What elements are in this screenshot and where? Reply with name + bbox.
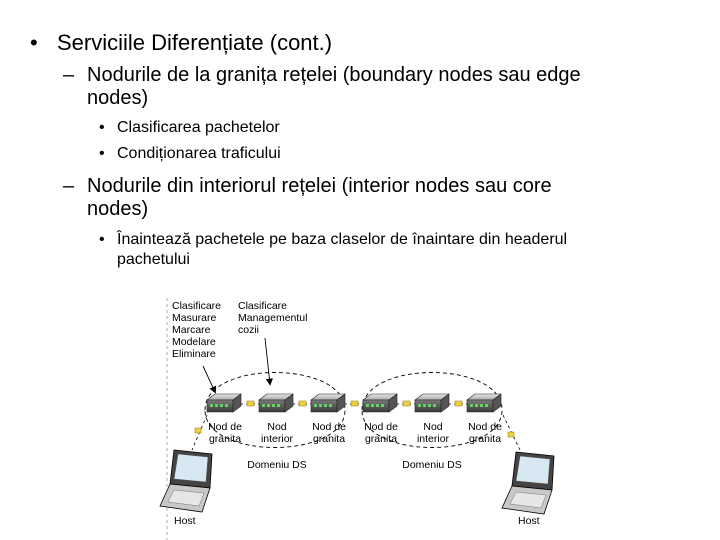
title-text: Serviciile Diferențiate (cont.) xyxy=(57,30,332,55)
link-marker xyxy=(247,401,254,406)
edge-functions-list: ClasificareMasurareMarcareModelareElimin… xyxy=(172,300,221,360)
bullet-dot: • xyxy=(99,230,105,250)
link-marker xyxy=(455,401,462,406)
node-label-line: interior xyxy=(261,433,294,445)
switch-icon xyxy=(207,394,241,412)
node-label-line: Nod de xyxy=(364,421,398,433)
bullet-dash: – xyxy=(63,64,74,87)
edge-function-label: Clasificare xyxy=(172,300,221,312)
point-text-line: Nodurile din interiorul rețelei (interio… xyxy=(87,175,552,198)
bullet-dot: • xyxy=(99,144,105,164)
link-marker xyxy=(299,401,306,406)
point-text-line: nodes) xyxy=(87,87,581,110)
sub-text: Înaintează pachetele pe baza claselor de… xyxy=(117,230,567,250)
link-marker xyxy=(195,428,201,433)
edge-function-label: Eliminare xyxy=(172,348,216,360)
domain-label-left: Domeniu DS xyxy=(247,459,307,471)
laptop-icon xyxy=(160,450,212,512)
switch-icon xyxy=(415,394,449,412)
host-label-right: Host xyxy=(518,515,540,527)
link-marker xyxy=(508,432,514,437)
core-function-label: Managementul xyxy=(238,312,307,324)
edge-arrow xyxy=(203,366,215,392)
node-label-line: interior xyxy=(417,433,450,445)
host-label-left: Host xyxy=(174,515,196,527)
switch-icon xyxy=(467,394,501,412)
domain-label-right: Domeniu DS xyxy=(402,459,462,471)
node-label-line: Nod xyxy=(423,421,442,433)
node-label-line: Nod de xyxy=(208,421,242,433)
sub-bullet-conditioning: • Condiționarea traficului xyxy=(99,144,281,164)
bullet-dot: • xyxy=(30,30,38,55)
bullet-dash: – xyxy=(63,175,74,198)
node-label-line: granita xyxy=(469,433,501,445)
point-text-line: nodes) xyxy=(87,198,552,221)
node-label-line: Nod xyxy=(267,421,286,433)
core-function-label: Clasificare xyxy=(238,300,287,312)
node-label-line: granita xyxy=(313,433,345,445)
link-marker xyxy=(403,401,410,406)
node-label-line: granita xyxy=(365,433,397,445)
switch-icon xyxy=(311,394,345,412)
sub-text: pachetului xyxy=(117,250,567,270)
sub-text: Clasificarea pachetelor xyxy=(117,118,280,138)
edge-function-label: Masurare xyxy=(172,312,217,324)
sub-bullet-forwarding: • Înaintează pachetele pe baza claselor … xyxy=(99,230,567,270)
switch-icon xyxy=(259,394,293,412)
point-interior-nodes: – Nodurile din interiorul rețelei (inter… xyxy=(63,175,552,221)
slide-title: • Serviciile Diferențiate (cont.) xyxy=(30,30,332,55)
link-markers xyxy=(195,401,514,437)
point-boundary-nodes: – Nodurile de la granița rețelei (bounda… xyxy=(63,64,581,110)
edge-function-label: Marcare xyxy=(172,324,211,336)
node-label-line: Nod de xyxy=(312,421,346,433)
core-function-label: cozii xyxy=(238,324,259,336)
ds-network-diagram: ClasificareMasurareMarcareModelareElimin… xyxy=(140,290,720,540)
bullet-dot: • xyxy=(99,118,105,138)
laptop-icon xyxy=(502,452,554,514)
edge-function-label: Modelare xyxy=(172,336,216,348)
node-label-line: granita xyxy=(209,433,241,445)
core-arrow xyxy=(265,338,270,384)
link-marker xyxy=(351,401,358,406)
point-text-line: Nodurile de la granița rețelei (boundary… xyxy=(87,64,581,87)
switch-icon xyxy=(363,394,397,412)
sub-bullet-classification: • Clasificarea pachetelor xyxy=(99,118,280,138)
sub-text: Condiționarea traficului xyxy=(117,144,281,164)
node-label-line: Nod de xyxy=(468,421,502,433)
